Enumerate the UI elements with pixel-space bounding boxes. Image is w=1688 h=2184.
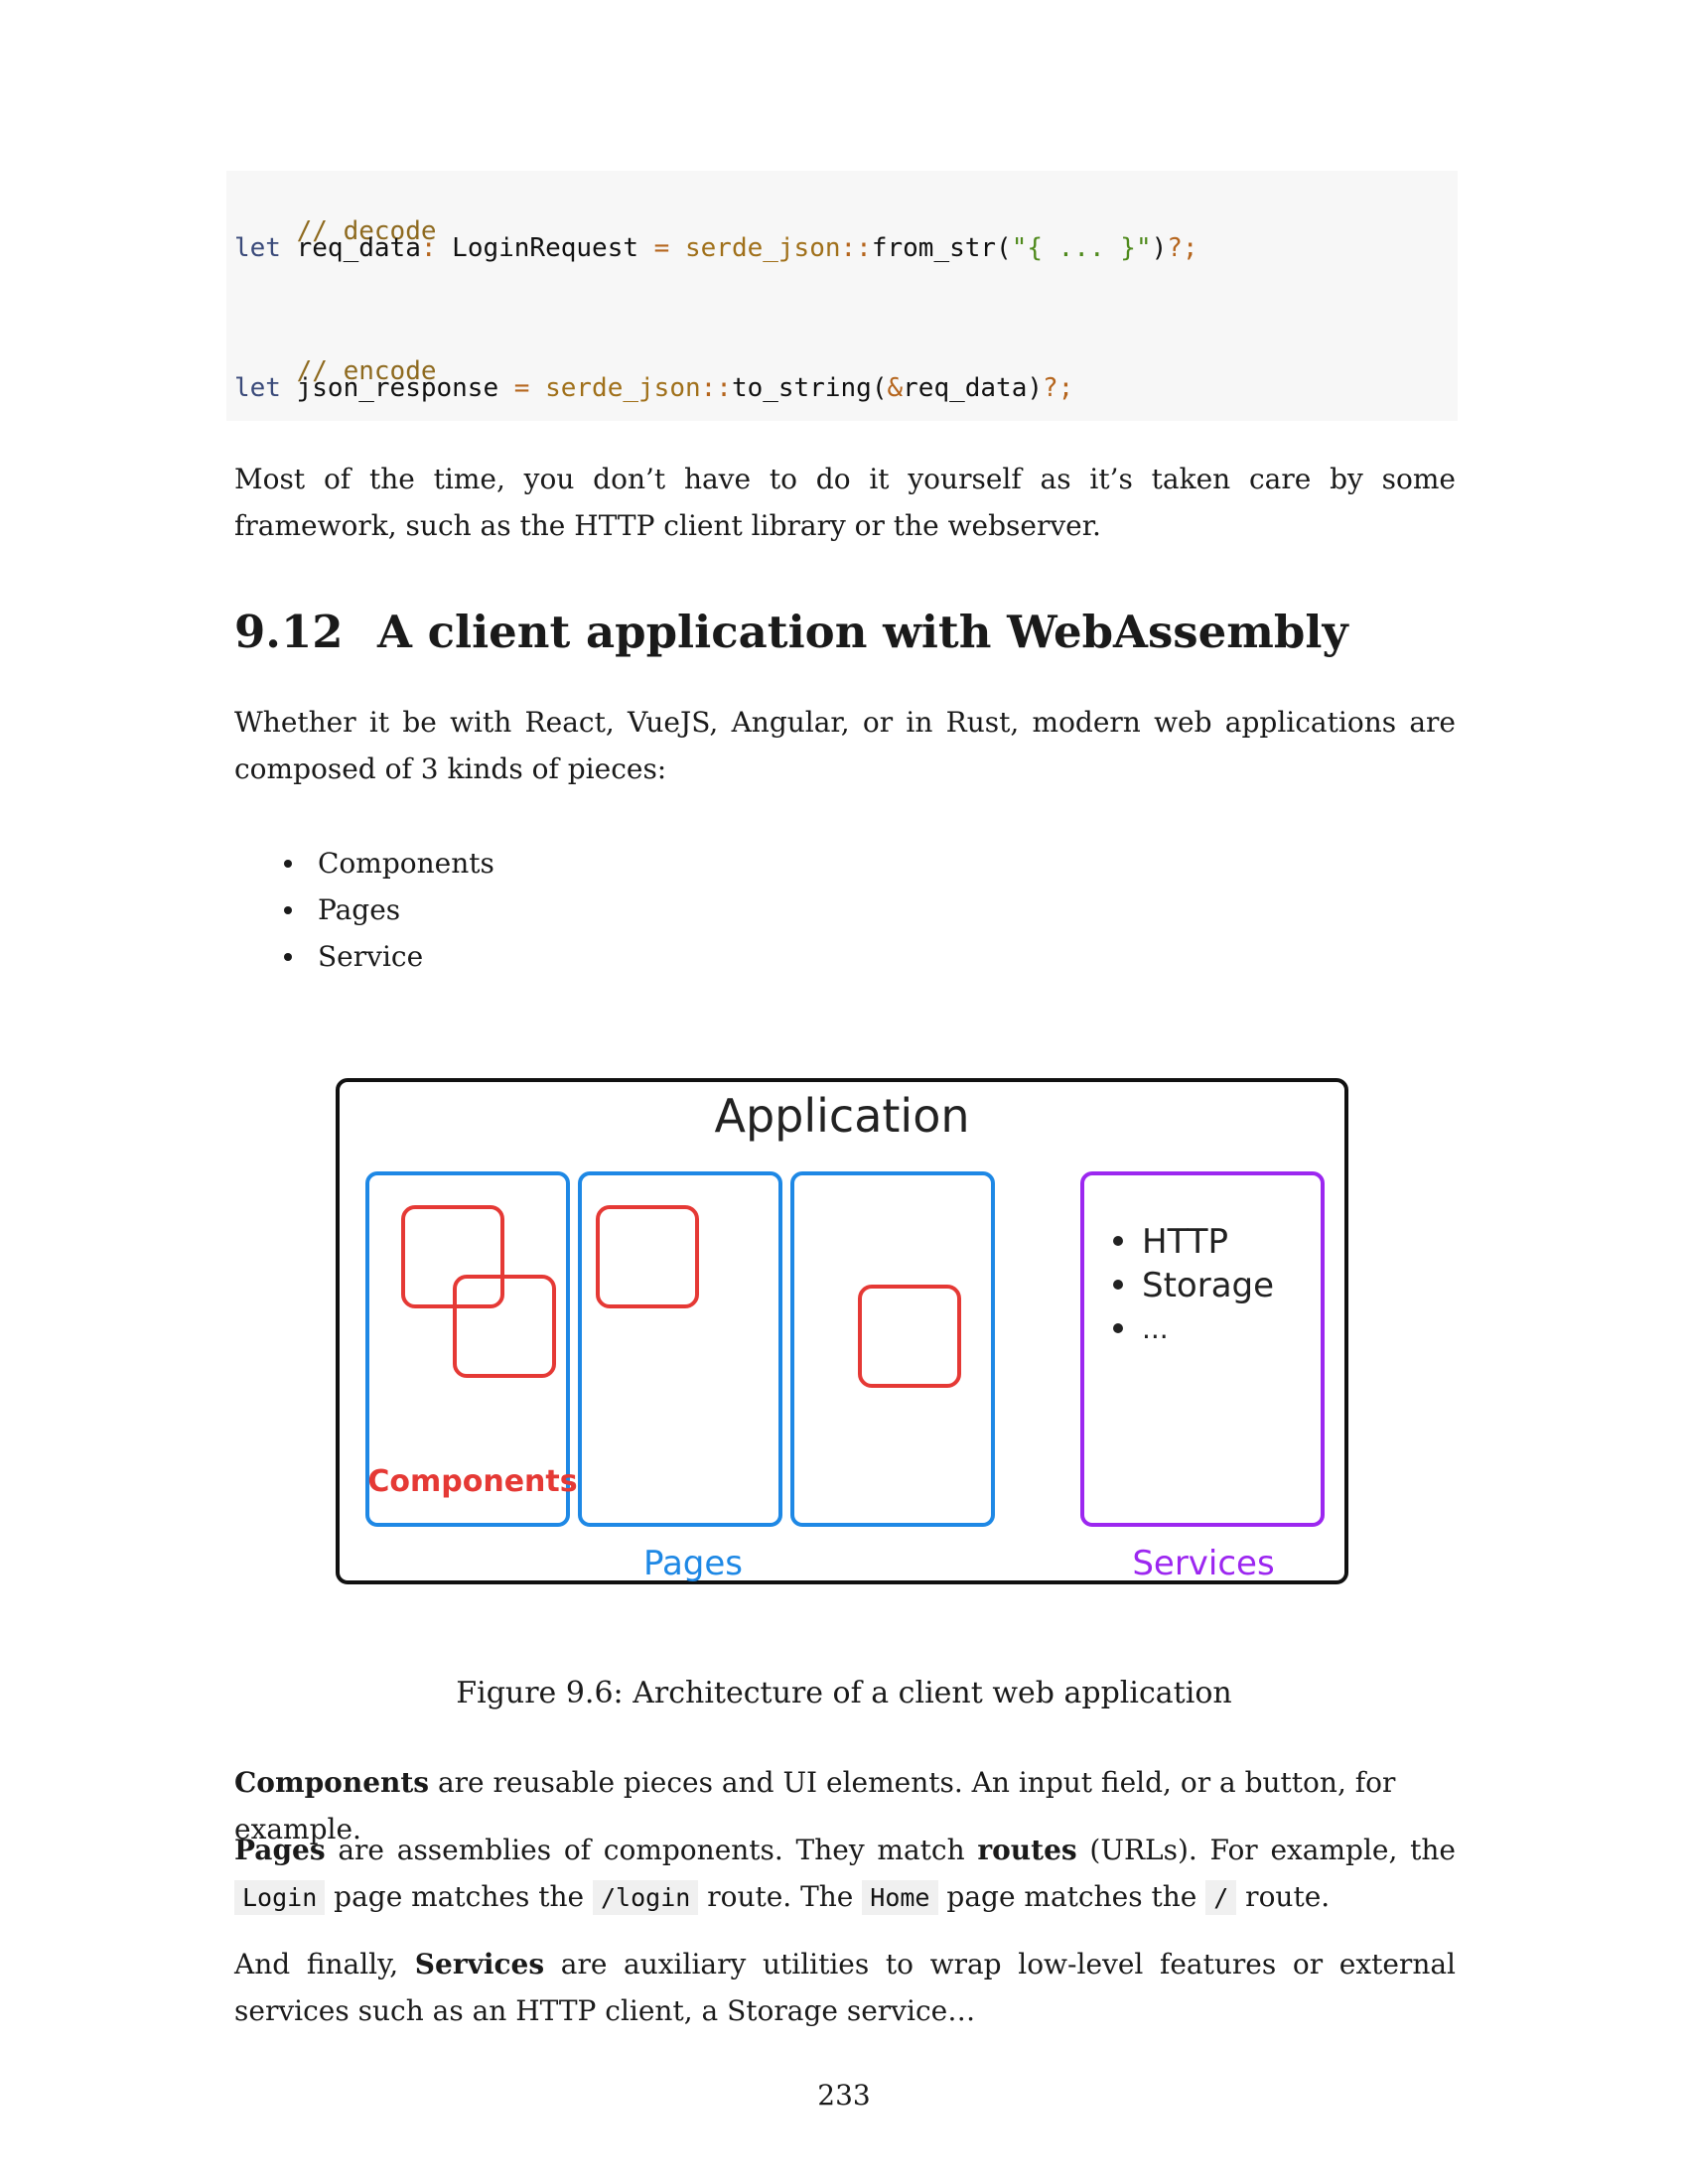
code-line-encode: let json_response = serde_json::to_strin…	[234, 373, 1074, 403]
inline-code-login-route: /login	[592, 1880, 699, 1915]
page-box-2	[578, 1171, 782, 1527]
service-item-http: HTTP	[1142, 1222, 1228, 1262]
pages-label: Pages	[643, 1544, 743, 1583]
figure-caption: Figure 9.6: Architecture of a client web…	[456, 1676, 1232, 1710]
code-line-decode: let req_data: LoginRequest = serde_json:…	[234, 233, 1198, 263]
bullet-dot	[1113, 1236, 1123, 1246]
list-item: Components	[234, 840, 494, 887]
bullet-list: Components Pages Service	[234, 840, 494, 980]
section-number: 9.12	[234, 606, 344, 658]
code-block: // decode let req_data: LoginRequest = s…	[226, 171, 1458, 421]
inline-code-home: Home	[862, 1880, 938, 1915]
page-box-1	[365, 1171, 570, 1527]
term-routes: routes	[977, 1834, 1077, 1866]
code-line-encode-comment: // encode	[296, 356, 437, 386]
component-box	[453, 1275, 556, 1378]
service-item-storage: Storage	[1142, 1266, 1274, 1305]
code-line-decode-comment: // decode	[296, 216, 437, 246]
paragraph-framework: Most of the time, you don’t have to do i…	[234, 463, 1456, 542]
architecture-diagram: Application Components Pages HTTP Storag…	[336, 1078, 1348, 1584]
list-item: Service	[234, 933, 494, 980]
term-pages: Pages	[234, 1834, 326, 1866]
paragraph-components: Components are reusable pieces and UI el…	[234, 1766, 1396, 1845]
term-services: Services	[414, 1948, 545, 1980]
term-components: Components	[234, 1766, 430, 1799]
service-item-more: ...	[1142, 1312, 1169, 1345]
services-box	[1080, 1171, 1325, 1527]
paragraph-services: And finally, Services are auxiliary util…	[234, 1948, 1457, 2027]
page-box-3	[790, 1171, 995, 1527]
paragraph-pages: Pages are assemblies of components. They…	[234, 1834, 1456, 1915]
page-number: 233	[817, 2079, 871, 2112]
paragraph-intro: Whether it be with React, VueJS, Angular…	[234, 706, 1456, 785]
bullet-dot	[1113, 1323, 1123, 1333]
component-box	[596, 1205, 699, 1308]
section-title: A client application with WebAssembly	[377, 606, 1348, 658]
inline-code-login: Login	[234, 1880, 326, 1915]
services-label: Services	[1132, 1544, 1274, 1583]
inline-code-root-route: /	[1205, 1880, 1237, 1915]
component-box	[858, 1285, 961, 1388]
list-item: Pages	[234, 887, 494, 933]
components-label: Components	[367, 1464, 577, 1499]
application-title: Application	[714, 1089, 969, 1143]
section-heading: 9.12 A client application with WebAssembl…	[234, 606, 1348, 658]
application-frame	[336, 1078, 1348, 1584]
bullet-dot	[1113, 1280, 1123, 1290]
